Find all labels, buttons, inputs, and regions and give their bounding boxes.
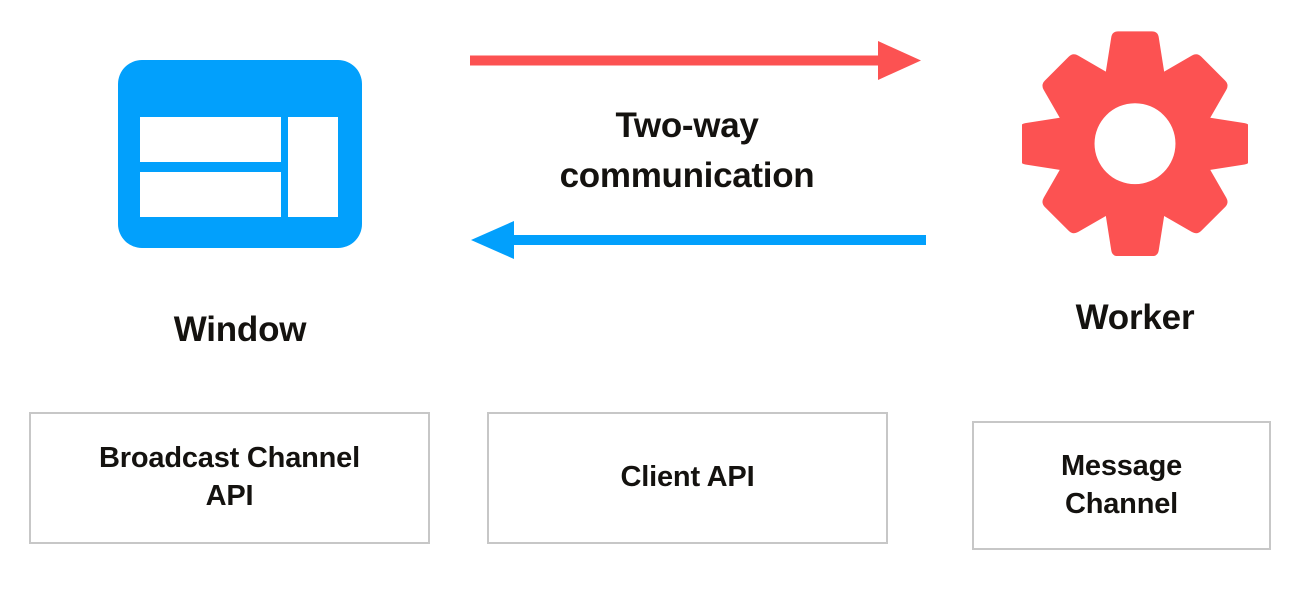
arrow-worker-to-window: [471, 221, 926, 259]
arrow-window-to-worker: [470, 41, 921, 80]
api-box-broadcast-channel-api: Broadcast Channel API: [29, 412, 430, 544]
api-box-label: Message Channel: [1060, 449, 1183, 520]
api-box-client-api: Client API: [487, 412, 888, 544]
window-pane-bottom: [140, 172, 281, 217]
window-pane-sidebar: [288, 117, 338, 217]
two-way-communication-label: Two-way communication: [559, 106, 815, 195]
window-pane-top: [140, 117, 281, 162]
gear-icon: [1022, 30, 1248, 256]
api-box-label: Client API: [620, 461, 755, 494]
node-label-window: Window: [173, 310, 307, 349]
api-box-label: Broadcast Channel API: [99, 442, 360, 512]
browser-window-icon: [118, 60, 362, 248]
node-label-worker: Worker: [1075, 298, 1195, 337]
api-box-message-channel: Message Channel: [972, 421, 1271, 550]
